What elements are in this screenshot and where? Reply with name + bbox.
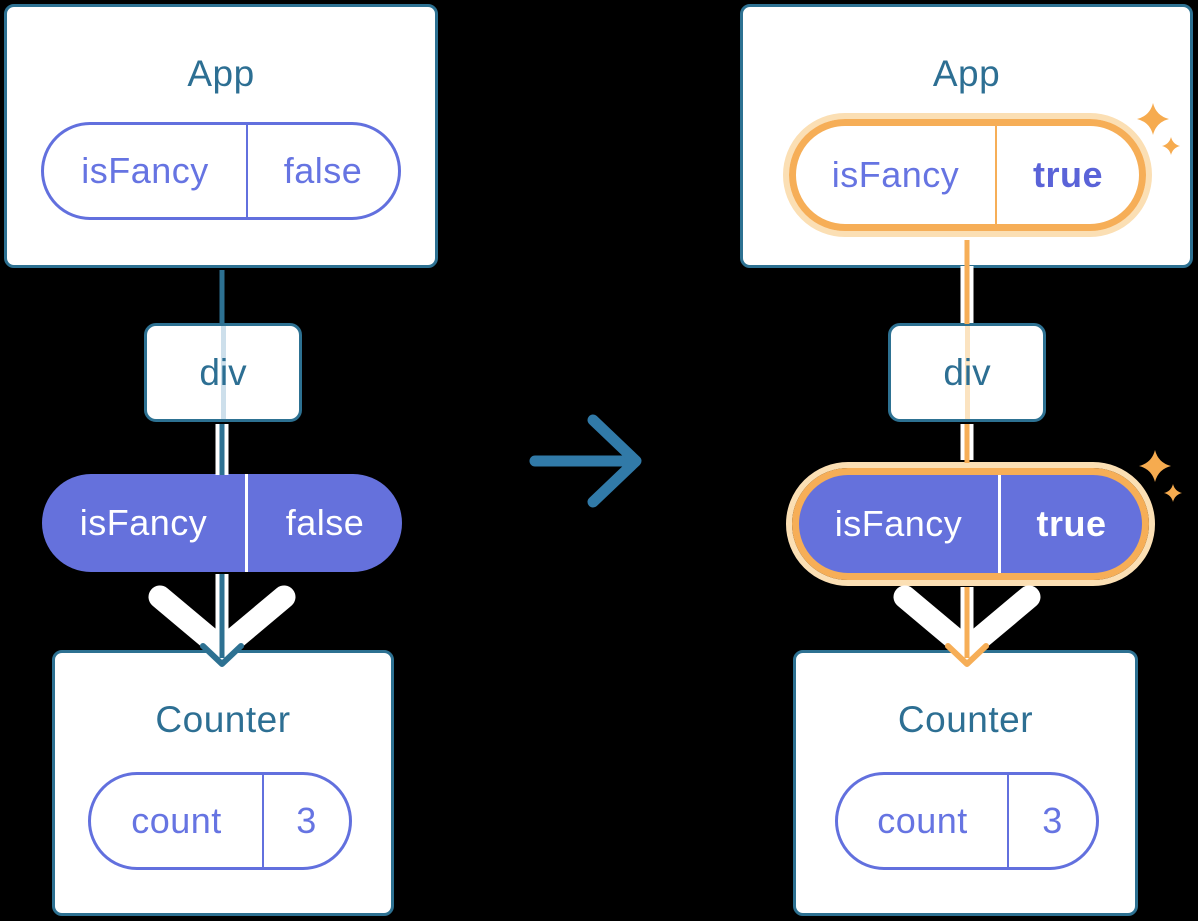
- pass-through-line: [964, 326, 970, 419]
- flow-arrowhead-icon: [148, 585, 296, 661]
- counter-state-pill: count 3: [835, 772, 1099, 870]
- highlighted-app-prop-pill: isFancy true: [783, 113, 1152, 237]
- flow-arrow-shaft: [960, 424, 974, 460]
- flow-arrow-shaft: [215, 574, 229, 642]
- flow-arrowhead-icon: [893, 585, 1041, 661]
- state-value: 3: [1042, 800, 1063, 841]
- prop-name: isFancy: [42, 474, 248, 572]
- state-name: count: [91, 775, 264, 867]
- div-label: div: [943, 351, 991, 393]
- transition-arrow-icon: [529, 414, 642, 508]
- state-name: count: [838, 775, 1009, 867]
- prop-value: true: [1032, 154, 1103, 195]
- flow-arrow-shaft: [215, 424, 229, 475]
- passed-prop-pill: isFancy false: [42, 474, 402, 572]
- div-node: div: [144, 323, 302, 422]
- div-label: div: [199, 351, 247, 393]
- transition-arrow-head: [587, 414, 642, 508]
- div-node: div: [888, 323, 1046, 422]
- prop-name: isFancy: [796, 126, 997, 224]
- app-prop-pill: isFancy false: [41, 122, 401, 220]
- prop-value: false: [285, 502, 365, 543]
- state-value: 3: [296, 800, 317, 841]
- pass-through-line: [220, 326, 226, 419]
- counter-title: Counter: [155, 699, 291, 740]
- prop-value: false: [283, 150, 363, 191]
- prop-name: isFancy: [799, 475, 1001, 573]
- counter-state-pill: count 3: [88, 772, 352, 870]
- app-title: App: [932, 53, 1001, 94]
- prop-value: true: [1036, 503, 1107, 544]
- counter-title: Counter: [897, 699, 1034, 740]
- flow-arrow-shaft: [960, 587, 974, 642]
- app-title: App: [187, 53, 255, 94]
- flow-arrow-shaft: [960, 266, 974, 323]
- highlighted-passed-prop-pill: isFancy true: [786, 462, 1155, 586]
- prop-name: isFancy: [44, 125, 248, 217]
